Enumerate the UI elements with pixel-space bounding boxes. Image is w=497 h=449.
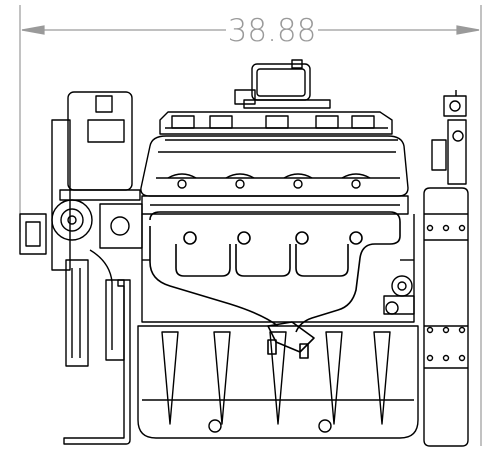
overall-width-dimension bbox=[19, 5, 482, 446]
front-mount-bracket bbox=[63, 279, 131, 445]
throttle-body bbox=[234, 59, 331, 109]
flywheel-adapter bbox=[423, 187, 469, 447]
dimension-arrow-right bbox=[456, 25, 480, 35]
engine-block bbox=[141, 214, 415, 323]
dimension-arrow-left bbox=[21, 25, 45, 35]
starter-assembly bbox=[383, 275, 415, 315]
exhaust-manifold bbox=[149, 211, 401, 359]
intake-manifold bbox=[159, 111, 398, 141]
dimension-value-label: 38.88 bbox=[228, 13, 317, 49]
rear-sensor-bracket bbox=[431, 90, 467, 185]
valve-cover bbox=[140, 135, 409, 197]
front-accessory-drive bbox=[19, 91, 143, 367]
engine-line-art bbox=[19, 59, 469, 447]
oil-pan bbox=[137, 325, 419, 439]
